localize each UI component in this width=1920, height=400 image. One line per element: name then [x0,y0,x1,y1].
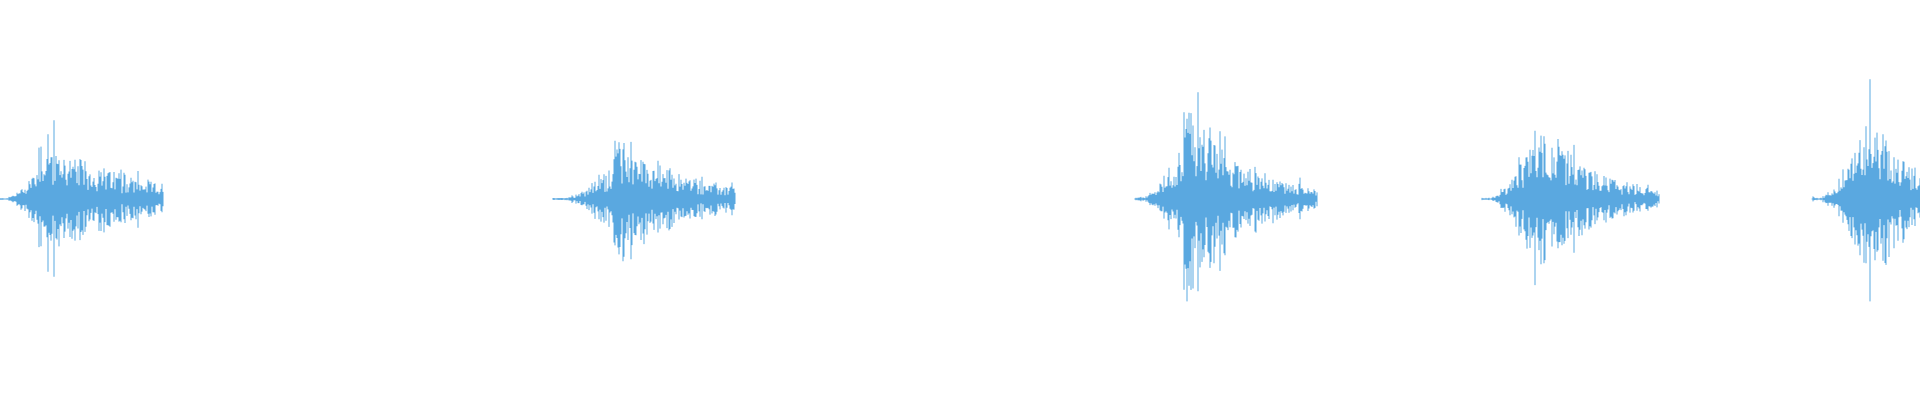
waveform-burst-samples [1134,92,1318,302]
waveform-burst-samples [552,140,736,262]
waveform-burst-2 [552,140,736,262]
waveform-burst-4 [1481,130,1660,286]
waveform-burst-samples [1481,130,1660,286]
waveform-burst-3 [1134,92,1318,302]
waveform-burst-5 [1811,79,1920,302]
waveform-burst-samples [1811,79,1920,302]
waveform-burst-1 [0,120,164,277]
